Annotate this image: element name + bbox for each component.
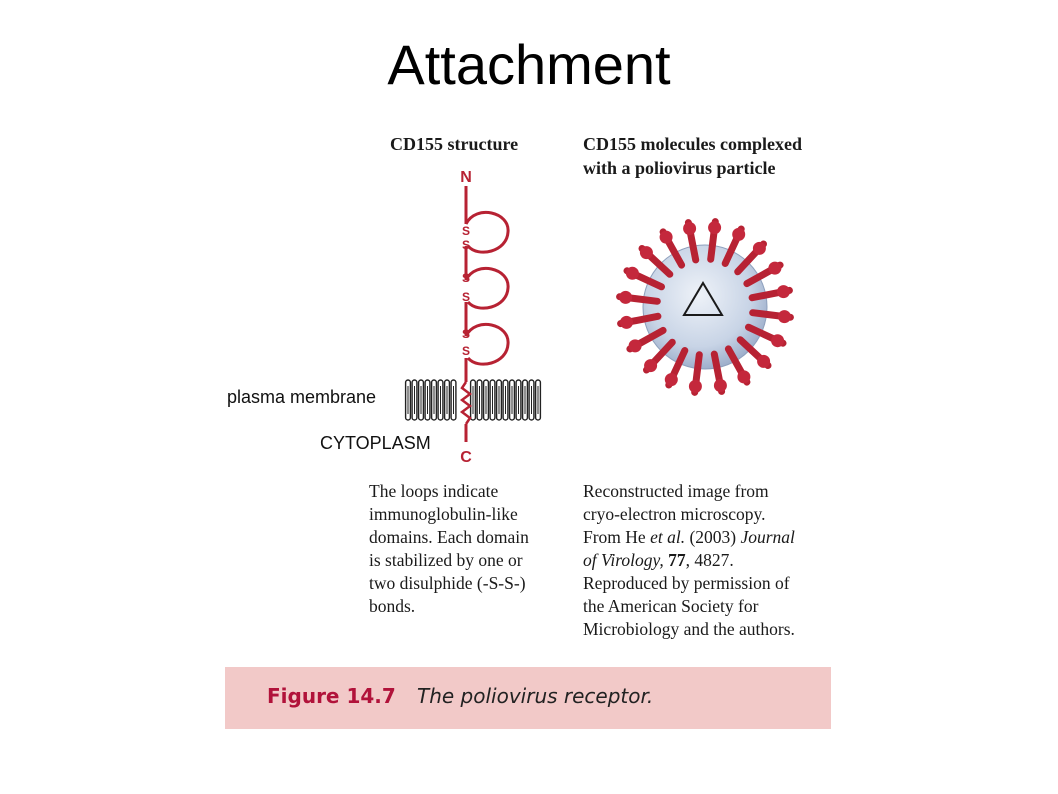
figure-number: Figure 14.7 bbox=[267, 684, 396, 708]
lipid-molecule bbox=[515, 379, 522, 421]
lipid-molecule bbox=[437, 379, 444, 421]
heading-line: with a poliovirus particle bbox=[583, 158, 776, 178]
caption-line: immunoglobulin-like bbox=[369, 504, 518, 524]
asymmetric-unit-triangle bbox=[682, 281, 724, 316]
heading-line: CD155 molecules complexed bbox=[583, 134, 802, 154]
lipid-molecule bbox=[521, 379, 529, 421]
disulphide-s-label: S bbox=[462, 224, 470, 238]
volume-number: 77 bbox=[668, 550, 686, 570]
cd155-spike-head bbox=[620, 315, 633, 329]
lipid-molecule bbox=[482, 379, 490, 421]
cd155-spike-head bbox=[732, 227, 746, 241]
cd155-spike-head bbox=[659, 230, 673, 244]
cd155-spike-head bbox=[625, 266, 639, 280]
lipid-molecule bbox=[528, 379, 535, 421]
caption-line: domains. Each domain bbox=[369, 527, 529, 547]
caption-text: , 4827. bbox=[685, 550, 734, 570]
cd155-spike-head bbox=[771, 334, 785, 348]
disulphide-s-label: S bbox=[462, 238, 470, 252]
cd155-receptor-spikes bbox=[616, 218, 794, 396]
cd155-structure-heading: CD155 structure bbox=[390, 134, 519, 154]
ig-domain-loop-3 bbox=[464, 323, 510, 366]
virus-complex-heading: CD155 molecules complexed with a poliovi… bbox=[583, 132, 802, 180]
caption-line: From He et al. (2003) Journal bbox=[583, 526, 843, 549]
figure-caption-bar bbox=[225, 667, 831, 729]
lipid-molecule bbox=[534, 379, 542, 421]
caption-line: is stabilized by one or bbox=[369, 550, 523, 570]
cd155-spike-head bbox=[752, 241, 766, 255]
caption-line: Microbiology and the authors. bbox=[583, 619, 795, 639]
journal-name: Journal bbox=[740, 527, 795, 547]
lipid-molecule bbox=[443, 379, 451, 421]
lipid-molecule bbox=[476, 379, 483, 421]
caption-line: cryo-electron microscopy. bbox=[583, 504, 766, 524]
ig-domain-loop-1 bbox=[464, 211, 510, 254]
virus-capsid bbox=[642, 244, 768, 370]
cd155-spike-head bbox=[683, 222, 697, 235]
cd155-spike-head bbox=[708, 221, 722, 235]
cd155-spike-head bbox=[768, 261, 782, 275]
caption-line: Reproduced by permission of bbox=[583, 573, 790, 593]
lipid-molecule bbox=[450, 379, 457, 421]
lipid-molecule bbox=[502, 379, 509, 421]
lipid-molecule bbox=[495, 379, 503, 421]
slide-title: Attachment bbox=[387, 33, 671, 96]
lipid-molecule bbox=[404, 379, 412, 421]
caption-text: From He bbox=[583, 527, 651, 547]
disulphide-s-label: S bbox=[462, 344, 470, 358]
left-caption: The loops indicate immunoglobulin-like d… bbox=[369, 480, 569, 618]
caption-italic: et al. bbox=[650, 527, 686, 547]
caption-line: Reconstructed image from bbox=[583, 481, 769, 501]
lipid-molecule bbox=[417, 379, 425, 421]
caption-line: the American Society for bbox=[583, 596, 759, 616]
cytoplasm-label: CYTOPLASM bbox=[320, 433, 431, 453]
cd155-spike-head bbox=[688, 379, 702, 393]
disulphide-s-label: S bbox=[462, 327, 470, 341]
plasma-membrane-label: plasma membrane bbox=[227, 387, 377, 407]
cd155-spike-head bbox=[644, 359, 658, 373]
cd155-spike-head bbox=[777, 310, 791, 324]
journal-name: of Virology, bbox=[583, 550, 664, 570]
plasma-membrane-bilayer bbox=[404, 379, 542, 421]
lipid-molecule bbox=[411, 379, 418, 421]
transmembrane-helix bbox=[459, 381, 473, 425]
n-terminus-label: N bbox=[460, 169, 472, 186]
right-caption: Reconstructed image from cryo-electron m… bbox=[583, 480, 843, 641]
poliovirus-cd155-image bbox=[616, 218, 794, 396]
figure-title: The poliovirus receptor. bbox=[417, 684, 654, 708]
lipid-molecule bbox=[508, 379, 516, 421]
lipid-molecule bbox=[469, 379, 477, 421]
ig-domain-loop-2 bbox=[464, 267, 510, 310]
caption-line: two disulphide (-S-S-) bbox=[369, 573, 526, 593]
cd155-spike-head bbox=[639, 246, 653, 260]
disulphide-s-label: S bbox=[462, 271, 470, 285]
cd155-spike-head bbox=[619, 290, 633, 304]
cd155-spike-head bbox=[664, 373, 678, 387]
caption-line: The loops indicate bbox=[369, 481, 499, 501]
cd155-spike-head bbox=[713, 379, 727, 392]
cd155-spike-head bbox=[757, 354, 771, 368]
disulphide-s-label: S bbox=[462, 290, 470, 304]
lipid-molecule bbox=[430, 379, 438, 421]
caption-line: of Virology, 77, 4827. bbox=[583, 549, 843, 572]
cd155-spike-head bbox=[777, 285, 790, 299]
cd155-structure-diagram: N S S S S S S C bbox=[404, 169, 542, 466]
c-terminus-label: C bbox=[460, 449, 472, 466]
caption-line: bonds. bbox=[369, 596, 416, 616]
lipid-molecule bbox=[424, 379, 431, 421]
caption-text: (2003) bbox=[685, 527, 741, 547]
cd155-spike-head bbox=[737, 370, 751, 384]
lipid-molecule bbox=[489, 379, 496, 421]
cd155-spike-head bbox=[628, 339, 642, 353]
